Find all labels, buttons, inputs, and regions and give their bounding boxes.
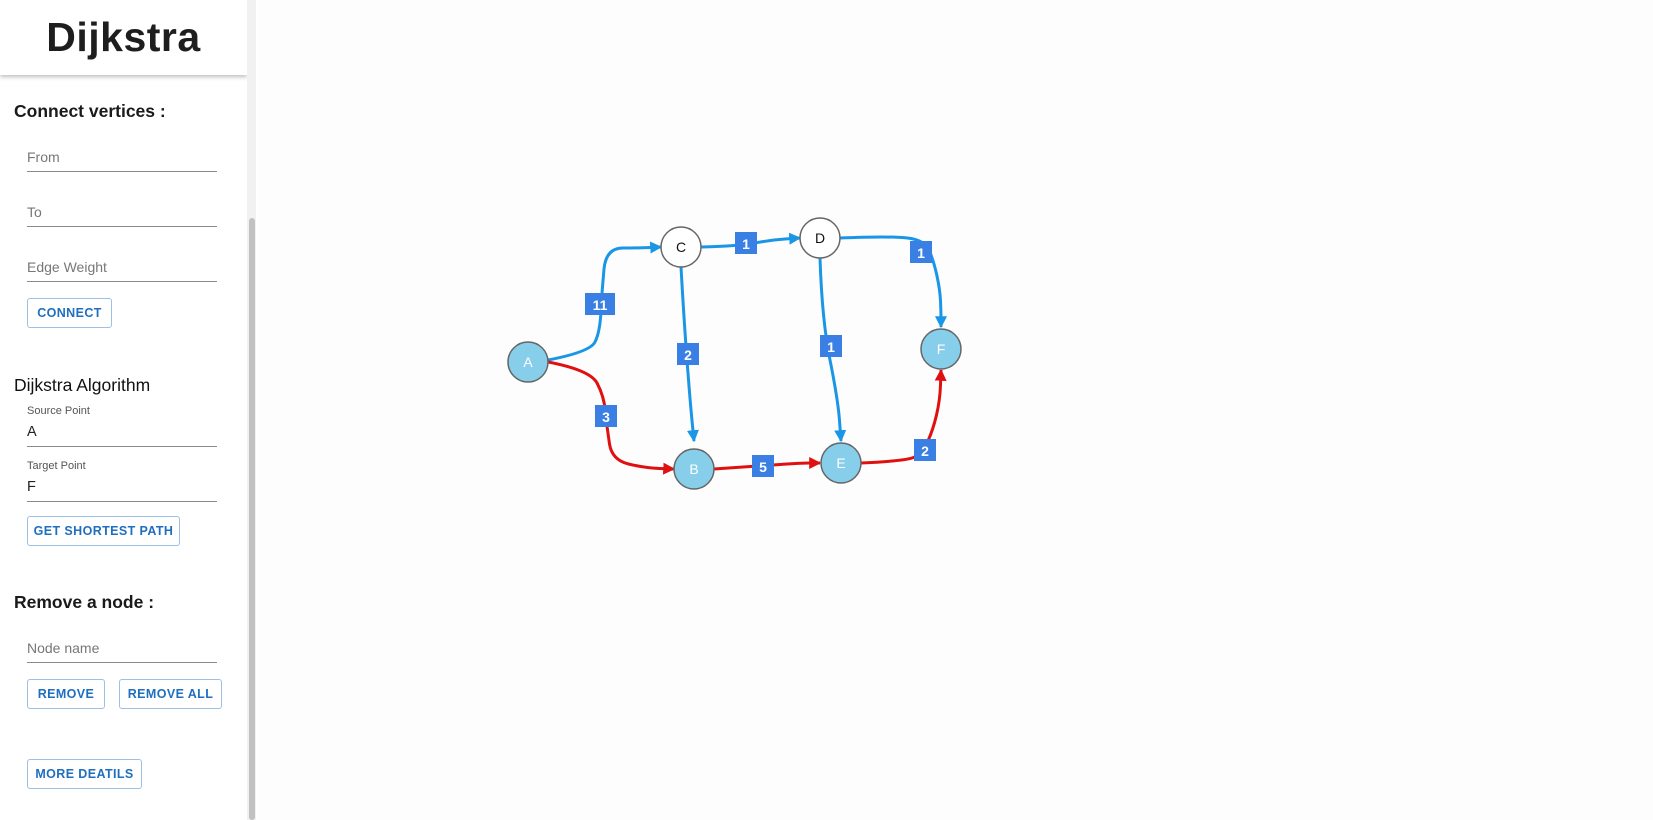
node-B[interactable] [673, 448, 715, 490]
sidebar-header: Dijkstra [0, 0, 247, 75]
node-E[interactable] [820, 442, 862, 484]
node-label-D: D [815, 230, 825, 246]
remove-button[interactable]: REMOVE [27, 679, 105, 709]
node-A[interactable] [507, 341, 549, 383]
edge-weight-badge-A-B [595, 405, 617, 427]
edge-weight-label-C-B: 2 [684, 347, 692, 363]
edge-B-E[interactable] [713, 457, 822, 471]
from-field[interactable] [27, 143, 217, 172]
connect-button[interactable]: CONNECT [27, 298, 112, 328]
connect-vertices-heading: Connect vertices : [14, 101, 166, 121]
edge-weight-label-D-E: 1 [827, 339, 835, 355]
node-name-field[interactable] [27, 634, 217, 663]
edge-weight-badge-D-E [820, 335, 842, 357]
node-label-C: C [676, 239, 686, 255]
edge-D-E[interactable] [818, 257, 847, 443]
edge-weight-label-D-F: 1 [917, 245, 925, 261]
node-label-E: E [836, 455, 845, 471]
node-name-input[interactable] [27, 640, 217, 656]
source-point-label: Source Point [27, 405, 90, 417]
edge-weight-badge-E-F [914, 439, 936, 461]
edge-weight-label-A-B: 3 [602, 409, 610, 425]
source-point-value: A [27, 424, 37, 440]
edge-A-C[interactable] [547, 241, 663, 362]
edge-weight-input[interactable] [27, 259, 217, 275]
node-label-B: B [689, 461, 698, 477]
edge-weight-badge-A-C [585, 293, 615, 315]
sidebar: Dijkstra Connect vertices : CONNECT Dijk… [0, 0, 259, 820]
edge-weight-badge-D-F [910, 241, 932, 263]
edge-D-F[interactable] [839, 235, 947, 329]
node-label-A: A [523, 354, 533, 370]
node-label-F: F [937, 341, 946, 357]
to-input[interactable] [27, 204, 217, 220]
sidebar-scrollbar-thumb[interactable] [249, 218, 255, 820]
dijkstra-algorithm-heading: Dijkstra Algorithm [14, 375, 151, 395]
node-C[interactable] [660, 226, 702, 268]
edge-A-B[interactable] [547, 360, 676, 475]
more-details-button[interactable]: MORE DEATILS [27, 759, 142, 789]
source-point-field[interactable]: A [27, 418, 217, 447]
app-title: Dijkstra [46, 14, 201, 60]
edge-weight-label-A-C: 11 [593, 297, 608, 313]
target-point-field[interactable]: F [27, 473, 217, 502]
edge-weight-field[interactable] [27, 253, 217, 282]
edge-weight-badge-B-E [752, 455, 774, 477]
node-F[interactable] [920, 328, 962, 370]
from-input[interactable] [27, 149, 217, 165]
edge-weight-label-E-F: 2 [921, 443, 929, 459]
edge-weight-badge-C-B [677, 343, 699, 365]
edge-weight-badge-C-D [735, 232, 757, 254]
remove-all-button[interactable]: REMOVE ALL [119, 679, 222, 709]
node-D[interactable] [799, 217, 841, 259]
get-shortest-path-button[interactable]: GET SHORTEST PATH [27, 516, 180, 546]
remove-node-heading: Remove a node : [14, 592, 155, 612]
edge-weight-label-B-E: 5 [759, 459, 767, 475]
edge-weight-label-C-D: 1 [742, 236, 750, 252]
target-point-label: Target Point [27, 460, 86, 472]
to-field[interactable] [27, 198, 217, 227]
target-point-value: F [27, 479, 36, 495]
